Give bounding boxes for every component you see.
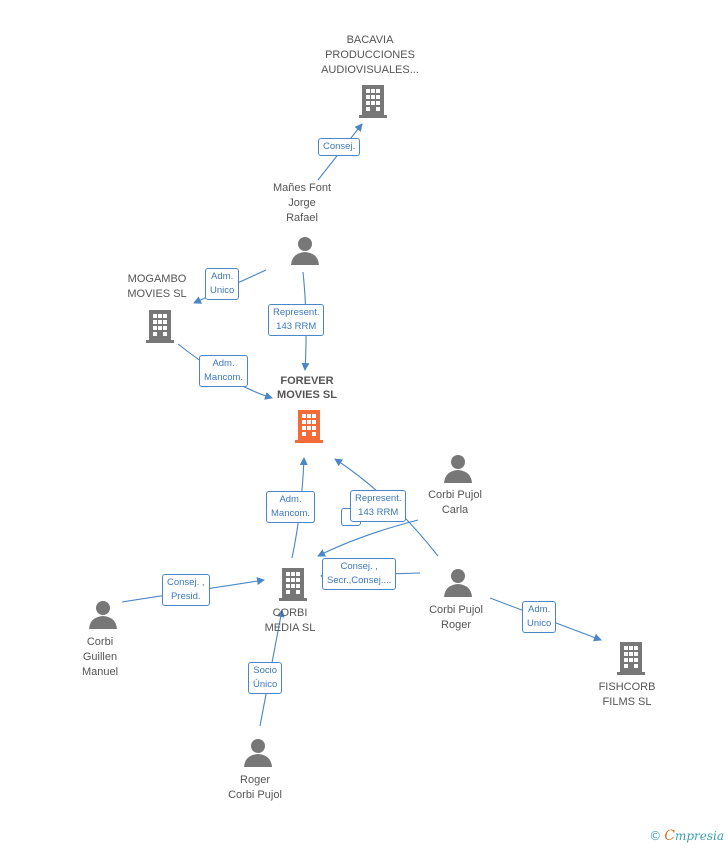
relation-text: 143 RRM (358, 507, 399, 518)
relation-label-adm-mancom[interactable]: Adm. Mancom. (199, 355, 249, 387)
node-label-line: BACAVIA (346, 34, 394, 46)
node-label-line: Corbi Pujol (428, 489, 482, 501)
relation-text: Represent. (355, 493, 402, 504)
node-label-line: PRODUCCIONES (325, 49, 415, 61)
node-label-line: MOVIES SL (127, 288, 187, 300)
node-bacavia[interactable]: BACAVIA PRODUCCIONES AUDIOVISUALES... (321, 33, 419, 78)
relation-label-consej-presid[interactable]: Consej. , Presid. (162, 574, 210, 606)
relation-text: Unico (210, 285, 235, 296)
relation-text: Adm. (212, 358, 235, 369)
node-label-line: FILMS SL (602, 696, 652, 708)
relation-text: Mancom. (204, 372, 244, 383)
relation-label-consej-secr[interactable]: Consej. , Secr.,Consej.... (322, 558, 397, 590)
node-fishcorb[interactable]: FISHCORB FILMS SL (599, 680, 656, 710)
brand-text: mpresia (674, 829, 724, 843)
relation-text: Único (253, 679, 278, 690)
person-icon (89, 601, 117, 629)
node-label-line: Guillen (82, 651, 118, 663)
relation-label-adm-unico[interactable]: Adm. Unico (205, 268, 240, 300)
relation-label-adm-mancom[interactable]: Adm. Mancom. (266, 491, 316, 523)
relation-text: Consej. , (167, 577, 205, 588)
relation-text: Socio (253, 665, 278, 676)
node-label-line: MEDIA SL (264, 622, 316, 634)
node-label-line: Carla (441, 504, 469, 516)
building-icon (359, 85, 387, 118)
relation-text: 143 RRM (276, 321, 317, 332)
node-label-line: Roger (441, 619, 471, 631)
node-mogambo[interactable]: MOGAMBO MOVIES SL (127, 272, 186, 302)
relation-text: Represent. (273, 307, 320, 318)
node-manes-font[interactable]: Mañes Font Jorge Rafael (273, 181, 331, 226)
person-icon (291, 237, 319, 265)
node-label-line: Rafael (286, 212, 318, 224)
building-icon (279, 568, 307, 601)
node-label-line: MOGAMBO (127, 273, 187, 285)
brand-letter: C (664, 828, 675, 844)
node-label-line: Corbi Pujol (228, 789, 282, 801)
relation-text: Adm. (211, 271, 234, 282)
relation-text: Secr.,Consej.... (327, 575, 392, 586)
copyright-icon: © (649, 829, 662, 843)
node-label-line: FISHCORB (598, 681, 656, 693)
node-roger-corbi-pujol[interactable]: Roger Corbi Pujol (228, 773, 282, 803)
person-icon (444, 455, 472, 483)
relation-label-represent[interactable]: Represent. 143 RRM (350, 490, 407, 522)
node-corbi-media[interactable]: CORBI MEDIA SL (265, 606, 316, 636)
relation-text: Consej. , (340, 561, 378, 572)
node-label-line: AUDIOVISUALES... (321, 64, 419, 76)
node-corbi-pujol-carla[interactable]: Corbi Pujol Carla (428, 488, 482, 518)
relation-text: Adm. (279, 494, 302, 505)
empresia-watermark: ©Cmpresia (649, 828, 724, 844)
node-label-line: Mañes Font (272, 182, 332, 194)
node-corbi-pujol-roger[interactable]: Corbi Pujol Roger (429, 603, 483, 633)
node-label-line: Jorge (288, 197, 316, 209)
node-label-line: CORBI (272, 607, 308, 619)
relation-label-represent[interactable]: Represent. 143 RRM (268, 304, 325, 336)
person-icon (244, 739, 272, 767)
node-label-line: Corbi (86, 636, 114, 648)
relation-label-consej[interactable]: Consej. (318, 138, 361, 156)
node-label-line: Roger (240, 774, 270, 786)
node-label-line: Corbi Pujol (429, 604, 483, 616)
relation-text: Unico (527, 618, 552, 629)
node-label-line: Manuel (81, 666, 119, 678)
node-forever-movies[interactable]: FOREVER MOVIES SL (277, 374, 337, 402)
edge-carla-corbimedia (317, 519, 419, 557)
relation-text: Consej. (323, 141, 356, 152)
relation-label-socio-unico[interactable]: Socio Único (248, 662, 283, 694)
building-icon (617, 642, 645, 675)
relation-label-adm-unico[interactable]: Adm. Unico (522, 601, 557, 633)
building-icon (146, 310, 174, 343)
node-label-line: MOVIES SL (277, 389, 337, 401)
relation-text: Mancom. (271, 508, 311, 519)
relation-text: Adm. (528, 604, 551, 615)
person-icon (444, 569, 472, 597)
building-icon (295, 410, 323, 443)
node-label-line: FOREVER (280, 375, 334, 387)
node-corbi-guillen[interactable]: Corbi Guillen Manuel (82, 635, 118, 680)
relation-text: Presid. (170, 591, 201, 602)
